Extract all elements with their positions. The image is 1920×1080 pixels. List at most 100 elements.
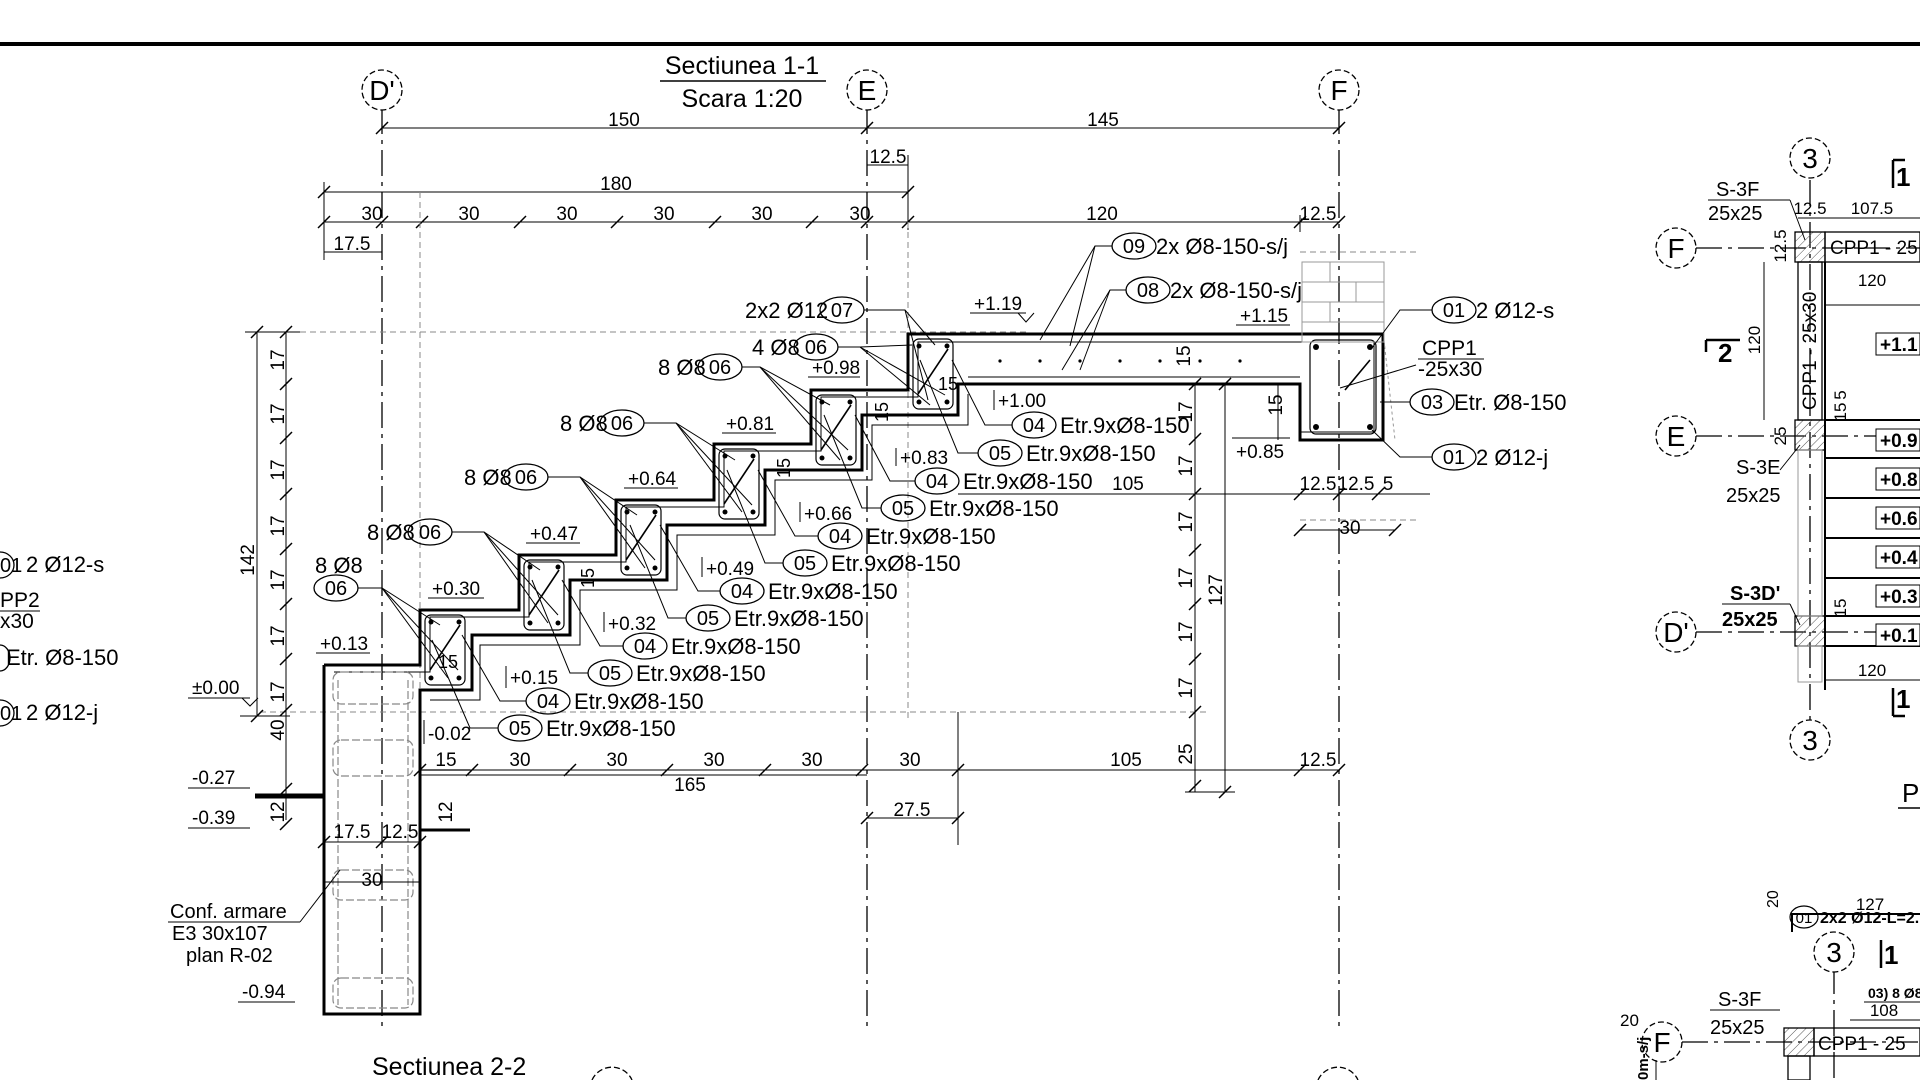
rebar-dots <box>428 343 1373 681</box>
mark-05-text: Etr.9xØ8-150 <box>831 551 961 576</box>
level-minus-0-39: -0.39 <box>192 808 235 829</box>
axis-label-3: 3 <box>1802 725 1818 756</box>
dim-17: 17 <box>1176 621 1197 642</box>
detail-column-s3f-size: 25x25 <box>1710 1017 1765 1039</box>
level-0-81: +0.81 <box>726 414 774 435</box>
dim-17: 17 <box>268 349 289 370</box>
plan-dim-12-5: 12.5 <box>1771 229 1790 262</box>
level-0-83: +0.83 <box>900 448 948 469</box>
dim-30: 30 <box>899 750 920 771</box>
axis-label-f: F <box>1667 233 1684 264</box>
dim-12-5: 12.5 <box>1300 474 1337 495</box>
mark-01-text: 2 Ø12-j <box>1476 445 1548 470</box>
beam-cpp2-partial: PP2 <box>0 589 40 612</box>
detail-dim-20: 20 <box>1765 890 1782 908</box>
mark-04: 04 <box>537 691 559 713</box>
mark-03: 03 <box>1421 392 1443 414</box>
step-stirrups <box>424 338 1377 686</box>
plan-dim-107-5: 107.5 <box>1851 199 1894 218</box>
axis-bubble-f: F <box>1318 69 1360 111</box>
axis-label-e: E <box>1667 421 1686 452</box>
mark-09: 09 <box>1123 236 1145 258</box>
dim-text-left: 17 17 17 17 17 17 17 142 40 12 <box>238 349 289 822</box>
level-1-00: +1.00 <box>998 391 1046 412</box>
mark-04: 04 <box>731 581 753 603</box>
level-0-30: +0.30 <box>432 579 480 600</box>
beam-cpp1-name: CPP1 <box>1422 337 1477 360</box>
mark-06: 06 <box>611 413 633 435</box>
left-partial-callouts: 01 2 Ø12-s PP2 x30 Etr. Ø8-150 01 2 Ø12-… <box>0 551 119 727</box>
dim-12-5: 12.5 <box>1338 474 1375 495</box>
plan-level: +0.6 <box>1880 509 1918 530</box>
dim-17: 17 <box>1176 511 1197 532</box>
axis-label-f: F <box>1653 1027 1670 1058</box>
plan-level: +0.9 <box>1880 431 1918 452</box>
mark-01-partial: 01 <box>0 555 22 577</box>
mark-04-text: Etr.9xØ8-150 <box>963 469 1093 494</box>
dim-17: 17 <box>268 625 289 646</box>
dim-30: 30 <box>703 750 724 771</box>
dim-17: 17 <box>268 681 289 702</box>
mark-08-text: 2x Ø8-150-s/j <box>1170 278 1302 303</box>
plan-view: 3 3 F E D' S-3F 25x25 S-3E 25x25 <box>1655 137 1920 809</box>
mark-03-text-partial: Etr. Ø8-150 <box>6 645 119 670</box>
section-scale: Scara 1:20 <box>682 85 803 113</box>
level-minus-0-02: -0.02 <box>428 724 471 745</box>
mark-05-text: Etr.9xØ8-150 <box>636 661 766 686</box>
level-markers: +1.19 +1.15 +1.00 +0.98 +0.85 +0.83 +0.8… <box>188 294 1290 1003</box>
plan-dim-5: 5 <box>1831 390 1850 399</box>
detail-mark-03-text: 03) 8 Ø8-150 <box>1868 985 1920 1001</box>
mark-05-text: Etr.9xØ8-150 <box>734 606 864 631</box>
reinforcement-note: Conf. armare E3 30x107 plan R-02 <box>168 869 341 967</box>
detail-section-mark-1: 1 <box>1884 940 1898 970</box>
level-minus-0-27: -0.27 <box>192 768 235 789</box>
mark-05-text: Etr.9xØ8-150 <box>546 716 676 741</box>
mark-04: 04 <box>926 471 948 493</box>
dim-120: 120 <box>1086 204 1118 225</box>
dim-30: 30 <box>751 204 772 225</box>
dim-30: 30 <box>606 750 627 771</box>
dim-30: 30 <box>509 750 530 771</box>
mark-04-text: Etr.9xØ8-150 <box>671 634 801 659</box>
mark-04: 04 <box>634 636 656 658</box>
column-s3f-size: 25x25 <box>1708 203 1763 225</box>
dim-ticks-left <box>250 325 293 831</box>
level-0-15: +0.15 <box>510 668 558 689</box>
detail-dim-20: 20 <box>1620 1011 1639 1030</box>
dim-15: 15 <box>578 568 598 588</box>
note-line-3: plan R-02 <box>186 945 273 967</box>
dim-5: 5 <box>1383 474 1394 495</box>
mark-01: 01 <box>1443 300 1465 322</box>
level-0-47: +0.47 <box>530 524 578 545</box>
level-1-19: +1.19 <box>974 294 1022 315</box>
mark-04: 04 <box>829 526 851 548</box>
axis-label-3: 3 <box>1826 937 1842 968</box>
level-0-64: +0.64 <box>628 469 677 490</box>
detail-dim-108: 108 <box>1870 1001 1898 1020</box>
mark-04-text: Etr.9xØ8-150 <box>866 524 996 549</box>
dim-17: 17 <box>1176 401 1197 422</box>
axis-label-d-prime: D' <box>369 75 395 106</box>
mark-05: 05 <box>794 553 816 575</box>
detail-side-label: 0m-s/j <box>1635 1037 1652 1080</box>
column-s3d-size: 25x25 <box>1722 609 1778 631</box>
dim-30-column: 30 <box>361 870 382 891</box>
dim-17-5: 17.5 <box>334 822 371 843</box>
mark-04-text: Etr.9xØ8-150 <box>1060 413 1190 438</box>
column-s3d-name: S-3D' <box>1730 583 1780 605</box>
dim-30: 30 <box>849 204 870 225</box>
rebar-callouts-top: 09 2x Ø8-150-s/j 08 2x Ø8-150-s/j 2x2 Ø1… <box>313 232 1567 679</box>
dim-12-5-top: 12.5 <box>870 147 907 168</box>
mark-05-text: Etr.9xØ8-150 <box>929 496 1059 521</box>
level-0-13: +0.13 <box>320 634 368 655</box>
mark-01-text-partial: 2 Ø12-s <box>26 552 104 577</box>
dim-27-5: 27.5 <box>894 800 931 821</box>
mark-04-text: Etr.9xØ8-150 <box>768 579 898 604</box>
level-0-85: +0.85 <box>1236 442 1284 463</box>
stair-outline <box>324 332 1385 716</box>
plan-dim-120: 120 <box>1858 271 1886 290</box>
mark-05-text: Etr.9xØ8-150 <box>1026 441 1156 466</box>
axis-lines <box>381 108 1340 1030</box>
dim-ticks-bottom <box>317 763 1346 849</box>
